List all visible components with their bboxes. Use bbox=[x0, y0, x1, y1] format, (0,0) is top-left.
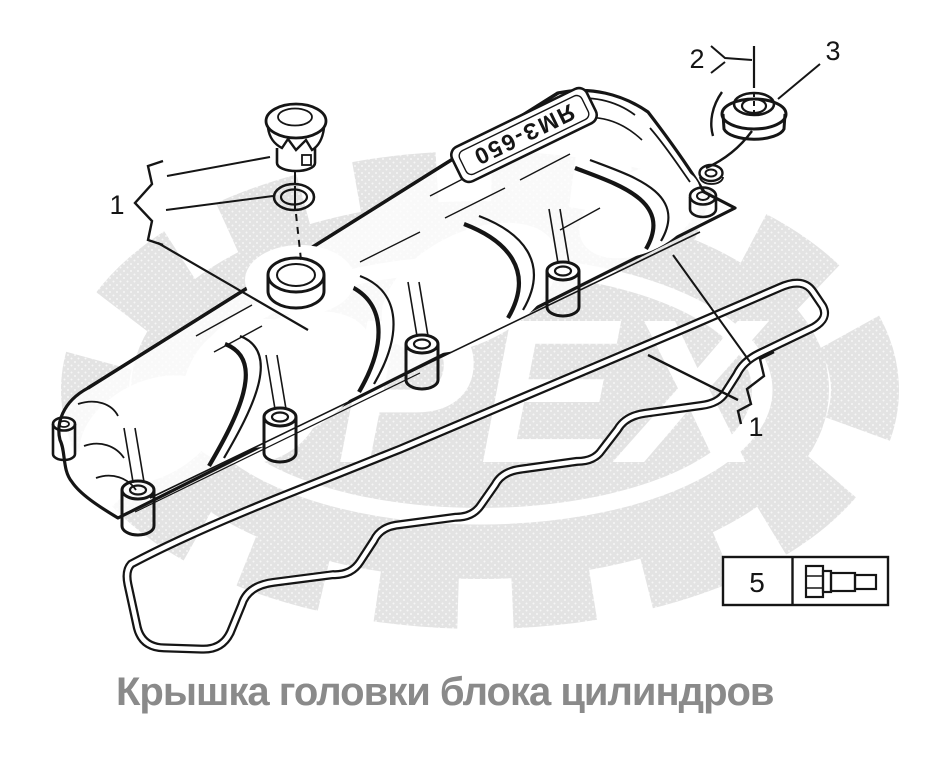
cover-ribs bbox=[207, 158, 670, 468]
bolt-tube bbox=[120, 427, 156, 537]
rib-opening bbox=[579, 165, 701, 259]
filler-neck bbox=[245, 245, 355, 315]
callout-1-right-brace bbox=[736, 350, 775, 425]
corner-boss bbox=[688, 186, 718, 219]
callout-1-left-number: 1 bbox=[109, 190, 124, 220]
bolt-tubes bbox=[51, 186, 718, 537]
flange-nut bbox=[698, 163, 724, 185]
hex-bolt-icon bbox=[804, 564, 878, 599]
callout-1-left: 1 bbox=[109, 156, 309, 331]
callout-1-left-brace bbox=[133, 159, 164, 247]
bolt-tube bbox=[51, 416, 77, 462]
callout-1-right: 1 bbox=[647, 254, 775, 442]
callout-1-right-number: 1 bbox=[748, 412, 763, 442]
oil-filler-cap bbox=[264, 102, 328, 173]
valve-cover: ЯМЗ-650 bbox=[57, 86, 737, 520]
cap-o-ring bbox=[272, 182, 316, 212]
bolt-tube bbox=[404, 281, 440, 391]
callout-3-number: 3 bbox=[825, 36, 840, 66]
gasket bbox=[122, 278, 830, 654]
callout-2-number: 2 bbox=[689, 44, 704, 74]
legend-number: 5 bbox=[749, 567, 765, 598]
bolt-tube bbox=[545, 208, 581, 318]
page-title: Крышка головки блока цилиндров bbox=[116, 670, 775, 714]
rib-opening bbox=[79, 375, 221, 485]
grommet bbox=[705, 91, 788, 170]
callout-3: 3 bbox=[777, 36, 841, 100]
callout-2: 2 bbox=[689, 44, 756, 112]
legend-box: 5 bbox=[721, 555, 890, 607]
bolt-tube bbox=[262, 354, 298, 464]
